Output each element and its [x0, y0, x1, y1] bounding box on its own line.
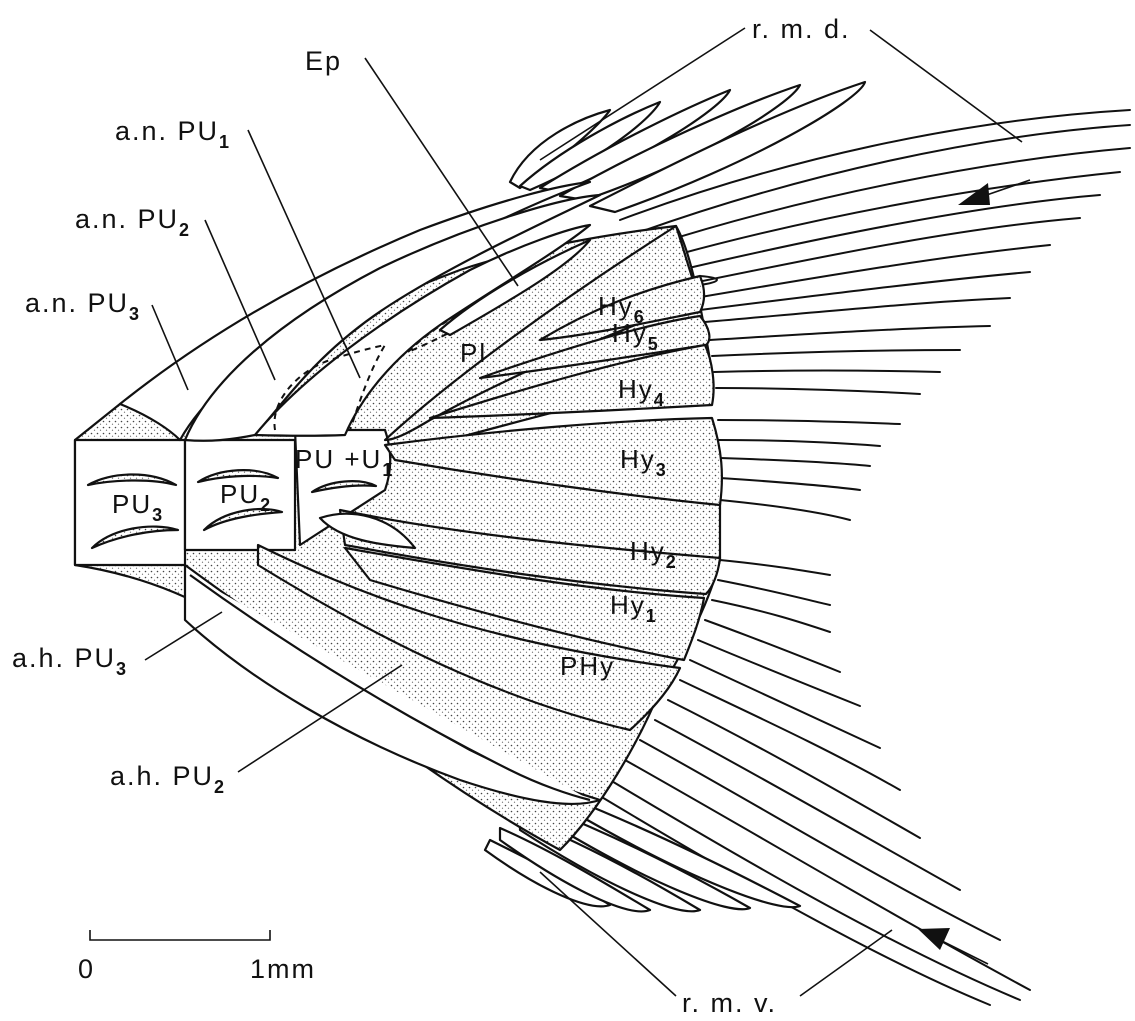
epural — [438, 238, 592, 337]
label-pu2: PU2 — [220, 479, 272, 515]
label-ah-pu3: a.h. PU3 — [12, 643, 128, 679]
hy3-plate — [383, 416, 724, 507]
arrow-icon-upper — [958, 183, 990, 205]
dorsal-procurrent-rays — [508, 80, 867, 214]
label-ah-pu2: a.h. PU2 — [110, 761, 226, 797]
label-hy1: Hy1 — [610, 590, 658, 626]
pu3-centrum — [73, 438, 187, 567]
label-an-pu1: a.n. PU1 — [115, 116, 231, 152]
label-phy: PHy — [560, 651, 615, 681]
upper-lobe-rays — [619, 109, 1131, 521]
label-hy2: Hy2 — [630, 536, 678, 572]
label-pl: Pl — [460, 338, 487, 368]
label-hy3: Hy3 — [620, 444, 668, 480]
label-hy6: Hy6 — [598, 291, 646, 327]
label-r-m-v: r. m. v. — [682, 988, 777, 1018]
scale-bar-start-label: 0 — [78, 954, 95, 984]
external-labels: r. m. d. Ep a.n. PU1 a.n. PU2 a.n. PU3 a… — [12, 14, 1023, 1018]
scale-bar: 0 1mm — [78, 930, 316, 984]
label-r-m-d: r. m. d. — [752, 14, 851, 44]
scale-bar-end-label: 1mm — [250, 954, 316, 984]
hy5-plate — [478, 314, 711, 380]
pu2-centrum — [183, 438, 297, 552]
parhypural — [256, 543, 682, 732]
label-an-pu2: a.n. PU2 — [75, 204, 191, 240]
hy2-plate — [338, 508, 722, 596]
hy4-plate — [428, 343, 715, 420]
label-ep: Ep — [305, 46, 342, 76]
arrow-icon-lower — [918, 928, 950, 950]
label-an-pu3: a.n. PU3 — [25, 288, 141, 324]
label-pu3: PU3 — [112, 489, 164, 525]
hy6-plate — [538, 274, 706, 342]
lower-lobe-rays — [599, 559, 1031, 1006]
structure-labels: PU3 PU2 PU +U1 Pl Hy6 Hy5 Hy4 Hy3 Hy2 Hy… — [112, 291, 678, 681]
axial-skeleton — [73, 180, 724, 852]
label-pu1-u1: PU +U1 — [295, 444, 394, 480]
direction-arrows — [918, 179, 1031, 965]
label-hy4: Hy4 — [618, 374, 666, 410]
label-hy5: Hy5 — [612, 318, 660, 354]
hy1-plate — [343, 546, 706, 662]
